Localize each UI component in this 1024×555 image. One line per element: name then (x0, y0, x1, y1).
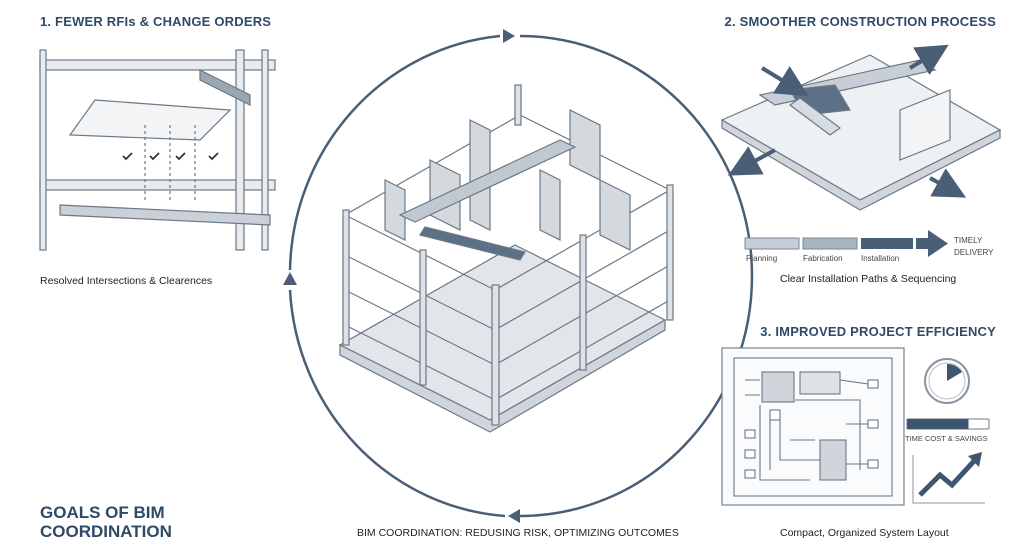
stage-label-fabrication: Fabrication (803, 254, 843, 263)
stage-label-planning: Planning (746, 254, 778, 263)
structural-beams-illustration (39, 49, 276, 251)
timely-delivery-arrow-icon (916, 230, 948, 257)
arrow-bottom-icon (508, 509, 520, 523)
section2-caption: Clear Installation Paths & Sequencing (780, 273, 957, 285)
center-caption: BIM COORDINATION: REDUSING RISK, OPTIMIZ… (357, 527, 679, 539)
stage-bar-installation (861, 238, 913, 249)
section2-heading: 2. SMOOTHER CONSTRUCTION PROCESS (724, 14, 996, 29)
section1-heading: 1. FEWER RFIs & CHANGE ORDERS (40, 14, 272, 29)
delivery-label: DELIVERY (954, 248, 994, 257)
arrow-left-icon (283, 272, 297, 285)
growth-chart-icon (912, 452, 985, 504)
duct-installation-illustration (720, 44, 1002, 211)
section3-heading: 3. IMPROVED PROJECT EFFICIENCY (760, 324, 996, 339)
page-title: GOALS OF BIM COORDINATION (40, 503, 172, 541)
stage-bar-fabrication (802, 237, 858, 250)
cycle-circle (288, 34, 754, 518)
section1-caption: Resolved Intersections & Clearences (40, 275, 213, 287)
arrow-top-icon (503, 29, 515, 43)
stopwatch-icon (924, 358, 970, 404)
section3-caption: Compact, Organized System Layout (780, 527, 949, 539)
savings-progress-fill (907, 419, 969, 429)
stage-label-installation: Installation (861, 254, 900, 263)
timely-label: TIMELY (954, 236, 983, 245)
system-layout-illustration (721, 347, 905, 506)
building-illustration (338, 84, 674, 433)
stage-bar-planning (744, 237, 800, 250)
title-line-1: GOALS OF BIM (40, 503, 165, 522)
title-line-2: COORDINATION (40, 522, 172, 541)
savings-label: TIME COST & SAVINGS (905, 434, 988, 443)
